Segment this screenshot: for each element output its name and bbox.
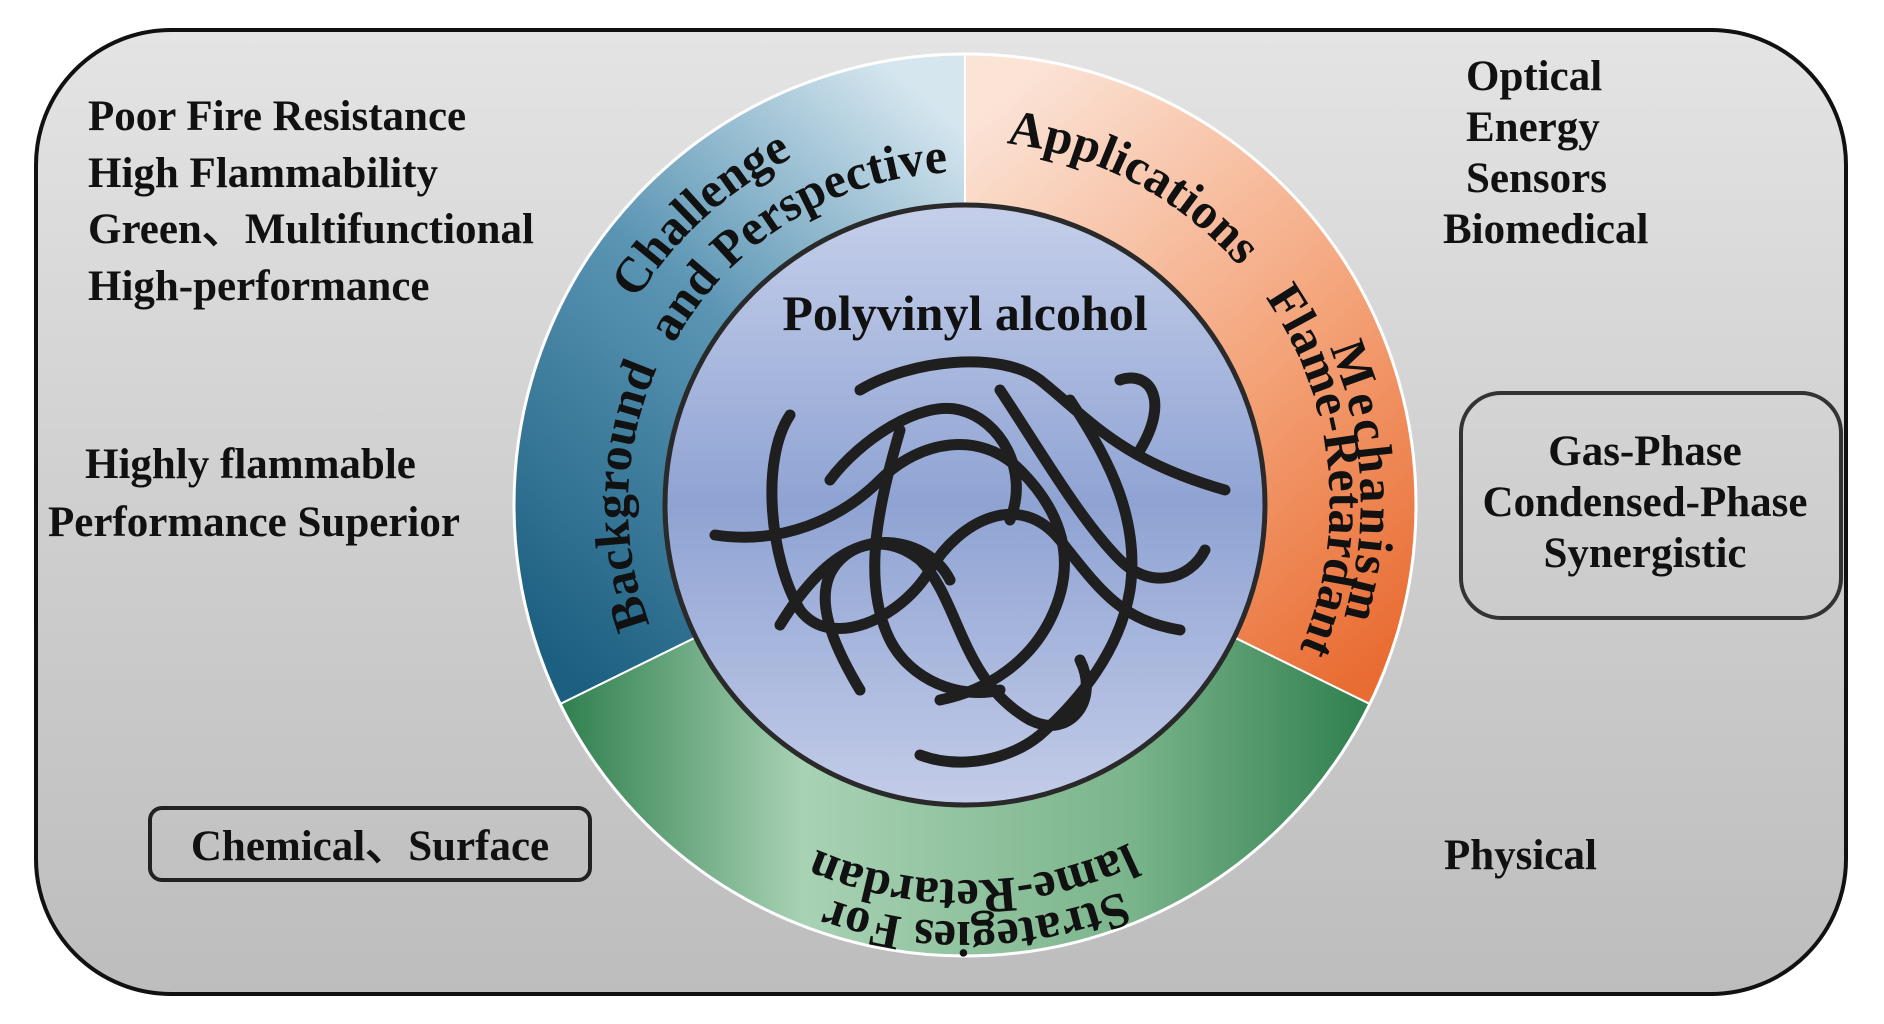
ring-outline [512,52,1418,958]
right-application-item: Biomedical [1443,206,1648,253]
right-application-item: Energy [1466,104,1600,151]
right-application-item: Optical [1466,53,1602,100]
left-challenges-list: Poor Fire Resistance High Flammability G… [88,93,534,310]
left-background-item: Highly flammable [85,441,416,488]
right-applications-list: Optical Energy Sensors Biomedical [1443,53,1648,253]
mechanism-box-item: Gas-Phase [1548,428,1742,475]
left-background-list: Highly flammable Performance Superior [48,441,460,546]
left-challenge-item: Poor Fire Resistance [88,93,466,140]
right-strategies-text: Physical [1444,832,1597,879]
mechanism-box-item: Condensed-Phase [1483,479,1808,526]
center-title: Polyvinyl alcohol [782,285,1147,341]
strategies-box [148,806,592,882]
mechanism-box [1459,391,1843,620]
center-circle [662,202,1268,808]
left-background-item: Performance Superior [48,499,460,546]
right-application-item: Sensors [1466,155,1607,202]
left-challenge-item: Green、Multifunctional [88,206,534,253]
left-challenge-item: High-performance [88,263,430,310]
mechanism-box-item: Synergistic [1543,530,1746,577]
polymer-chain-illustration [709,356,1231,768]
left-challenge-item: High Flammability [88,150,438,197]
strategies-box-text: Chemical、Surface [191,823,549,870]
